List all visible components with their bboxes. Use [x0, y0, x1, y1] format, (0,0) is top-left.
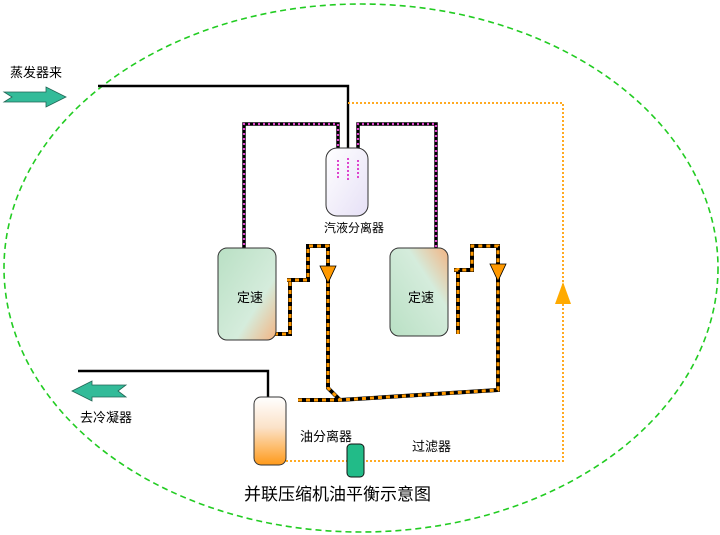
oil-balance-lines [266, 244, 500, 403]
label-oil-separator: 油分离器 [300, 429, 352, 445]
arrow-left-icon [71, 380, 128, 402]
label-compressor-left: 定速 [237, 291, 263, 306]
arrow-right-icon [2, 86, 67, 108]
label-separator: 汽液分离器 [324, 220, 384, 235]
label-evaporator-in: 蒸发器来 [10, 65, 62, 81]
label-compressor-right: 定速 [408, 291, 434, 306]
oil-separator [253, 396, 287, 466]
label-filter: 过滤器 [412, 440, 451, 455]
label-to-condenser: 去冷凝器 [80, 410, 132, 426]
diagram-title: 并联压缩机油平衡示意图 [244, 485, 431, 505]
system-boundary [3, 3, 719, 533]
compressor-right [389, 247, 449, 337]
oil-return-arrow-icon [555, 282, 571, 304]
suction-branch-left [242, 122, 340, 250]
compressor-left [217, 247, 277, 341]
flow-arrow-right-icon [489, 263, 507, 282]
oil-filter [346, 443, 365, 478]
flow-arrow-left-icon [319, 265, 337, 284]
discharge-line [78, 369, 270, 398]
suction-main-line [98, 84, 350, 158]
